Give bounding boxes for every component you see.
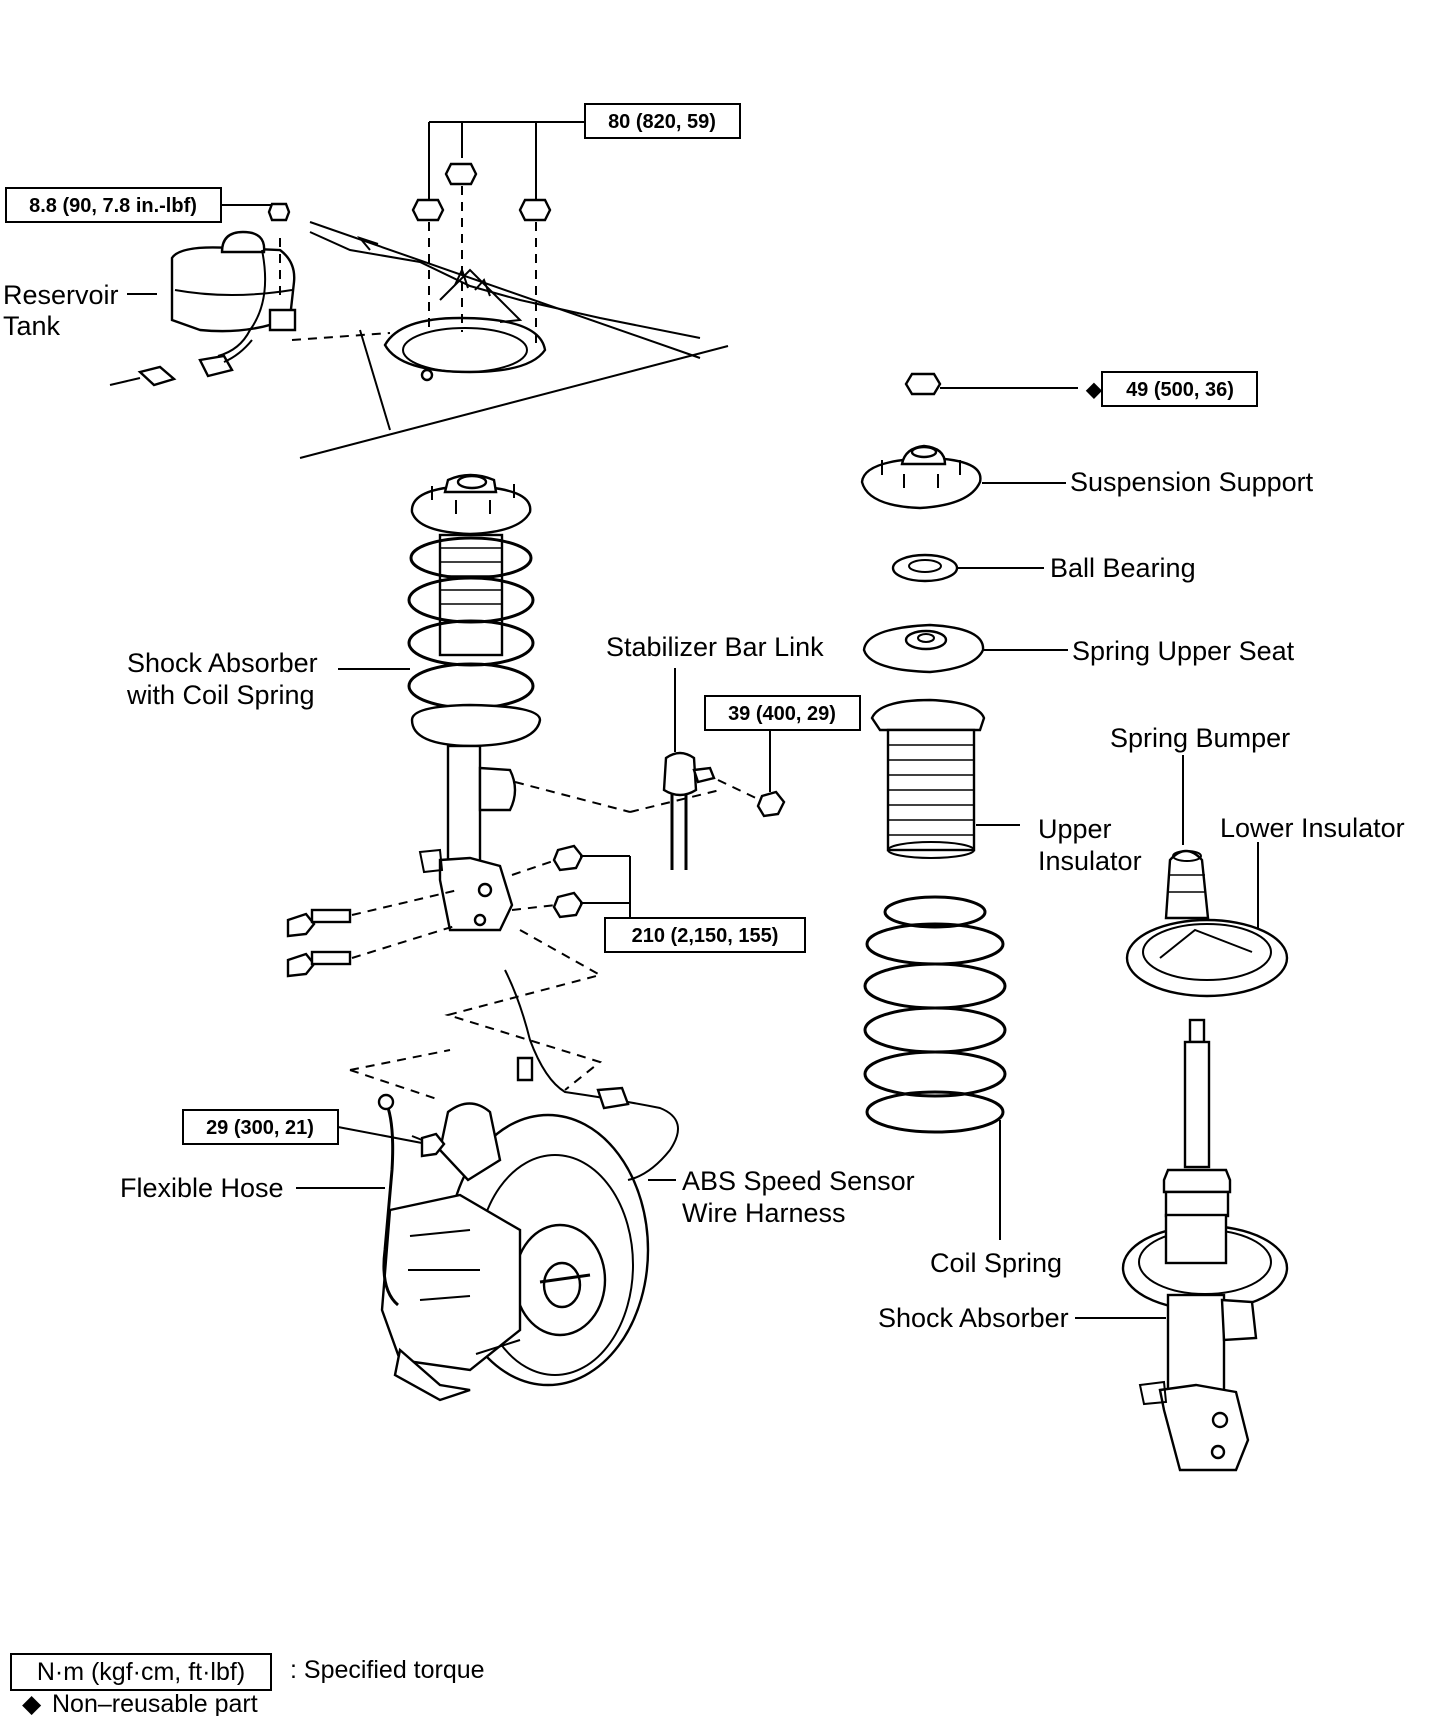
label-spring-bumper: Spring Bumper bbox=[1110, 723, 1290, 753]
top-nut-group bbox=[411, 121, 585, 345]
ball-bearing bbox=[891, 553, 959, 583]
label-abs-line2: Wire Harness bbox=[682, 1198, 846, 1228]
assembly-dashed-guides bbox=[349, 929, 603, 1101]
label-ball-bearing: Ball Bearing bbox=[957, 553, 1196, 583]
reservoir-bolt bbox=[221, 202, 291, 222]
nut-icon bbox=[904, 372, 942, 396]
label-shock-absorber-coil: Shock Absorber with Coil Spring bbox=[126, 648, 410, 710]
upper-insulator bbox=[870, 698, 986, 859]
spring-bumper bbox=[1164, 755, 1210, 920]
label-spring-upper-seat: Spring Upper Seat bbox=[984, 636, 1295, 666]
lower-insulator bbox=[1125, 842, 1289, 998]
nut-icon bbox=[552, 844, 584, 872]
assembled-strut bbox=[407, 473, 542, 932]
nut-icon bbox=[411, 198, 445, 222]
nut-icon bbox=[756, 790, 786, 818]
label-shock-coil-line2: with Coil Spring bbox=[126, 680, 315, 710]
torque-knuckle-bolts-text: 210 (2,150, 155) bbox=[632, 925, 779, 947]
torque-knuckle-bolts: 210 (2,150, 155) bbox=[604, 917, 806, 953]
label-stabilizer-bar-link-text: Stabilizer Bar Link bbox=[606, 632, 824, 662]
torque-stabilizer-link: 39 (400, 29) bbox=[704, 695, 861, 731]
label-abs-speed-sensor: ABS Speed Sensor Wire Harness bbox=[648, 1166, 915, 1228]
non-reusable-diamond: ◆ bbox=[1085, 379, 1102, 401]
label-coil-spring-text: Coil Spring bbox=[930, 1248, 1062, 1278]
body-panel bbox=[299, 221, 729, 459]
torque-suspension-support-text: 49 (500, 36) bbox=[1126, 379, 1234, 401]
legend-torque-box bbox=[10, 1653, 272, 1691]
nut-icon bbox=[444, 162, 478, 186]
coil-spring bbox=[863, 895, 1007, 1240]
nut-icon bbox=[552, 891, 584, 919]
reservoir-tank bbox=[109, 230, 391, 387]
torque-top-nuts-text: 80 (820, 59) bbox=[608, 111, 716, 133]
nut-icon bbox=[518, 198, 552, 222]
label-lower-insulator-text: Lower Insulator bbox=[1220, 813, 1405, 843]
torque-suspension-support-nut: 49 (500, 36) bbox=[1101, 371, 1258, 407]
label-lower-insulator: Lower Insulator bbox=[1220, 813, 1405, 843]
spring-upper-seat bbox=[862, 623, 985, 674]
torque-hose-bolt-text: 29 (300, 21) bbox=[206, 1117, 314, 1139]
legend-non-reusable-desc: Non–reusable part bbox=[52, 1690, 258, 1716]
label-suspension-support: Suspension Support bbox=[982, 467, 1314, 497]
shock-absorber bbox=[1121, 1018, 1289, 1472]
label-coil-spring: Coil Spring bbox=[930, 1248, 1062, 1278]
bolt-icon bbox=[286, 952, 316, 978]
legend-torque-unit: N·m (kgf·cm, ft·lbf) bbox=[37, 1658, 245, 1686]
label-ball-bearing-text: Ball Bearing bbox=[1050, 553, 1196, 583]
bolt-icon bbox=[267, 202, 291, 222]
label-shock-absorber-text: Shock Absorber bbox=[878, 1303, 1069, 1333]
flexible-hose bbox=[377, 1093, 446, 1307]
label-upper-insulator-line2: Insulator bbox=[1038, 846, 1142, 876]
torque-reservoir-bolt: 8.8 (90, 7.8 in.-lbf) bbox=[5, 187, 222, 223]
label-spring-bumper-text: Spring Bumper bbox=[1110, 723, 1290, 753]
torque-hose-bolt: 29 (300, 21) bbox=[182, 1109, 423, 1145]
torque-reservoir-bolt-text: 8.8 (90, 7.8 in.-lbf) bbox=[29, 195, 197, 217]
legend-diamond-icon: ◆ bbox=[22, 1690, 42, 1716]
strut-tower-mount bbox=[383, 267, 547, 382]
steering-knuckle-brake bbox=[380, 1102, 650, 1402]
label-suspension-support-text: Suspension Support bbox=[1070, 467, 1314, 497]
label-reservoir-line1: Reservoir bbox=[3, 280, 119, 310]
label-abs-line1: ABS Speed Sensor bbox=[682, 1166, 915, 1196]
legend: N·m (kgf·cm, ft·lbf) : Specified torque … bbox=[10, 1653, 485, 1716]
suspension-support-nut: ◆ bbox=[904, 372, 1102, 401]
label-reservoir-tank: Reservoir Tank bbox=[3, 280, 157, 341]
torque-top-nuts: 80 (820, 59) bbox=[584, 103, 741, 139]
suspension-support bbox=[860, 444, 982, 510]
label-shock-absorber: Shock Absorber bbox=[878, 1303, 1166, 1333]
label-stabilizer-bar-link: Stabilizer Bar Link bbox=[606, 632, 824, 662]
label-flexible-hose-text: Flexible Hose bbox=[120, 1173, 284, 1203]
label-upper-insulator-line1: Upper bbox=[1038, 814, 1112, 844]
legend-torque-desc: : Specified torque bbox=[290, 1656, 485, 1684]
bolt-icon bbox=[286, 912, 316, 938]
abs-wire-harness bbox=[504, 969, 679, 1181]
torque-stabilizer-link-text: 39 (400, 29) bbox=[728, 703, 836, 725]
bolt-icon bbox=[420, 1132, 446, 1158]
label-spring-upper-seat-text: Spring Upper Seat bbox=[1072, 636, 1295, 666]
stabilizer-bar-link bbox=[514, 668, 786, 870]
label-shock-coil-line1: Shock Absorber bbox=[127, 648, 318, 678]
label-reservoir-line2: Tank bbox=[3, 311, 61, 341]
label-upper-insulator: Upper Insulator bbox=[976, 814, 1142, 876]
label-flexible-hose: Flexible Hose bbox=[120, 1173, 385, 1203]
knuckle-bolts bbox=[286, 844, 631, 978]
